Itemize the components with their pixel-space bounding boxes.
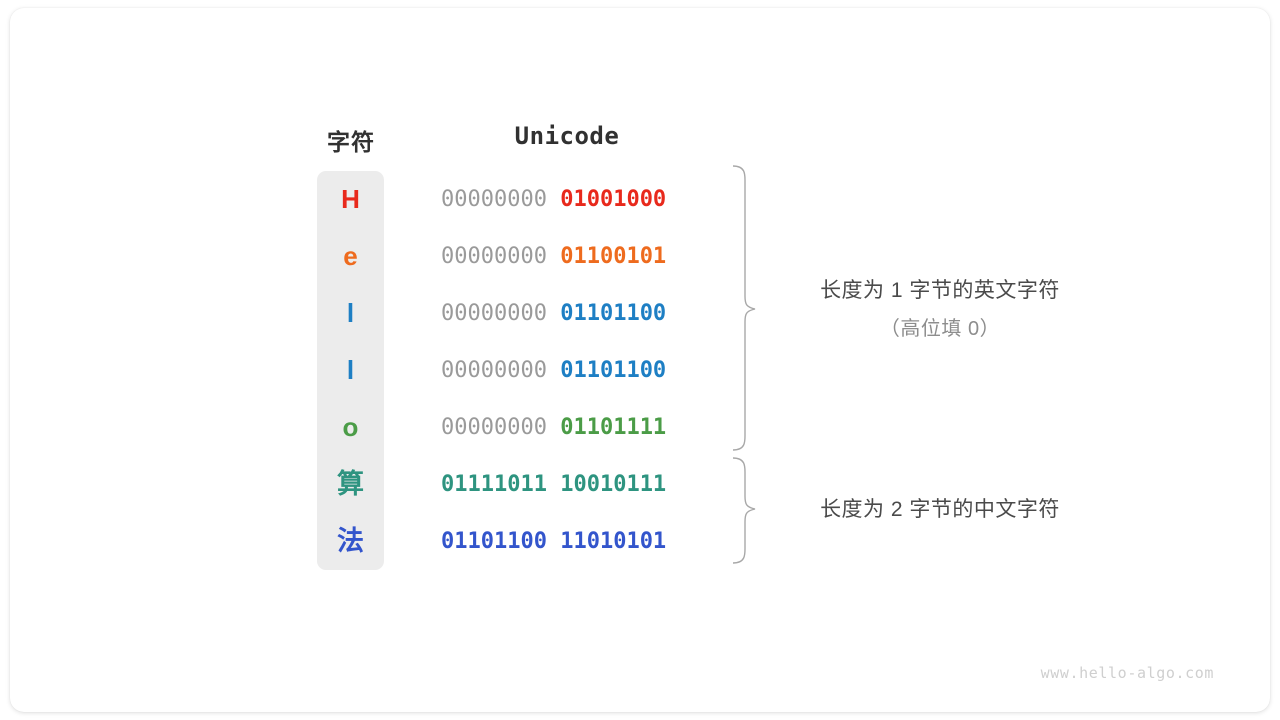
character-cell: 算 [337,469,364,499]
unicode-high-byte: 00000000 [441,415,547,440]
brace-one-byte [732,165,756,451]
unicode-row: 00000000 01101100 [441,285,666,342]
unicode-low-byte: 01101100 [560,301,667,326]
unicode-high-byte: 01111011 [441,472,547,497]
unicode-low-byte: 10010111 [560,472,667,497]
annotation-two-byte-text: 长度为 2 字节的中文字符 [820,498,1060,521]
unicode-low-byte: 01101100 [560,358,667,383]
byte-separator [547,472,560,497]
annotation-one-byte-text: 长度为 1 字节的英文字符 [820,279,1060,302]
unicode-high-byte: 00000000 [441,244,547,269]
unicode-row: 00000000 01001000 [441,171,666,228]
byte-separator [547,358,560,383]
unicode-low-byte: 01101111 [560,415,667,440]
brace-two-byte [732,457,756,564]
unicode-high-byte: 00000000 [441,187,547,212]
character-cell: l [346,298,355,328]
annotation-one-byte: 长度为 1 字节的英文字符 （高位填 0） [773,274,1107,341]
annotation-one-byte-subtext: （高位填 0） [879,318,1001,340]
column-header-character: 字符 [327,129,375,155]
byte-separator [547,415,560,440]
byte-separator [547,244,560,269]
unicode-row: 00000000 01101111 [441,399,666,456]
unicode-low-byte: 11010101 [560,529,667,554]
unicode-high-byte: 00000000 [441,301,547,326]
character-cell: e [343,241,358,271]
unicode-high-byte: 01101100 [441,529,547,554]
character-cell: 法 [337,526,364,556]
byte-separator [547,529,560,554]
watermark: www.hello-algo.com [1040,664,1214,682]
character-column [317,171,384,570]
character-cell: l [346,355,355,385]
unicode-low-byte: 01100101 [560,244,667,269]
character-cell: H [341,184,360,214]
unicode-row: 00000000 01100101 [441,228,666,285]
column-header-unicode: Unicode [514,122,620,150]
unicode-low-byte: 01001000 [560,187,667,212]
character-cell: o [342,412,359,442]
unicode-row: 01101100 11010101 [441,513,666,570]
byte-separator [547,301,560,326]
annotation-two-byte: 长度为 2 字节的中文字符 [773,493,1107,523]
unicode-row: 00000000 01101100 [441,342,666,399]
byte-separator [547,187,560,212]
unicode-high-byte: 00000000 [441,358,547,383]
unicode-row: 01111011 10010111 [441,456,666,513]
